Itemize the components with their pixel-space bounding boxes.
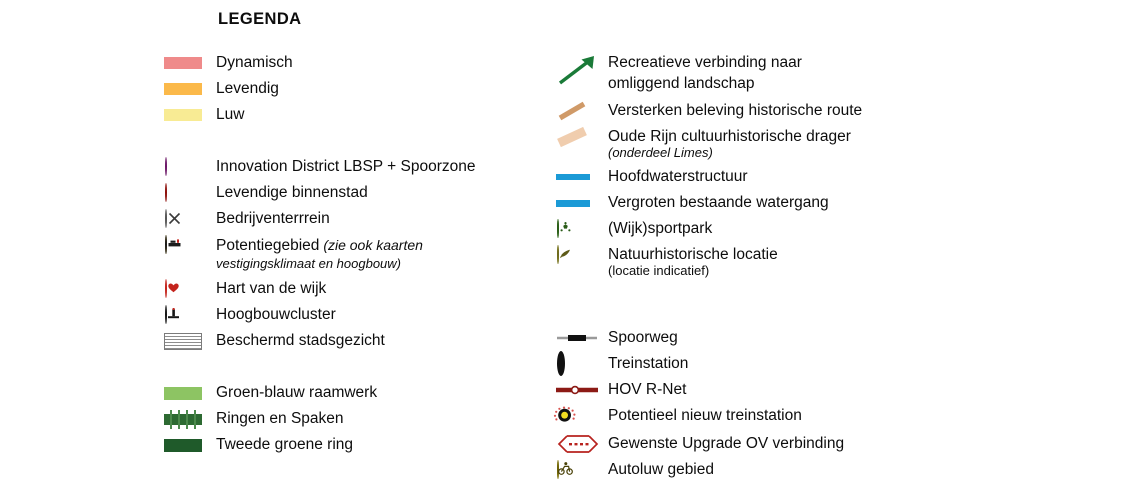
train-station-marker-icon [553,351,608,377]
legend-label-sub: (onderdeel Limes) [608,145,713,160]
legend-label: Potentiegebied [216,237,320,254]
color-swatch-icon [164,52,216,74]
innovation-district-marker-icon [161,155,216,180]
legend-label: Hoogbouwcluster [216,306,336,323]
spacer-icon [556,144,608,160]
desired-pt-upgrade-arrow-icon [556,433,608,455]
legend-label: Potentieel nieuw treinstation [608,407,802,424]
legend-panel: LEGENDA Dynamisch Levendig Luw [160,10,862,479]
legend-item-natuurhistorische-locatie: Natuurhistorische locatie [556,244,976,266]
legend-item-vergroten-watergang: Vergroten bestaande watergang [556,192,976,214]
spacer [164,130,544,156]
legend-item-hart-van-de-wijk: Hart van de wijk [161,277,544,302]
legend-item-potentieel-nieuw-treinstation: Potentieel nieuw treinstation [553,405,976,429]
rings-and-spokes-swatch-icon [164,408,216,430]
legend-item-wijksportpark: (Wijk)sportpark [556,218,976,240]
legend-item-hoofdwaterstructuur: Hoofdwaterstructuur [556,166,976,188]
legend-label: Groen-blauw raamwerk [216,384,378,401]
legend-label: Luw [216,106,245,123]
legend-label: Recreatieve verbinding naar [608,54,802,71]
widen-existing-waterway-bar-icon [556,192,608,214]
legend-item-treinstation: Treinstation [553,351,976,377]
legend-label: Oude Rijn cultuurhistorische drager [608,128,851,145]
legend-item-oude-rijn: Oude Rijn cultuurhistorische drager [556,126,976,148]
legend-item-groen-blauw-raamwerk: Groen-blauw raamwerk [164,382,544,404]
legend-label: Natuurhistorische locatie [608,246,778,263]
legend-item-potentiegebied-note2: vestigingsklimaat en hoogbouw) [164,255,544,272]
legend-item-dynamisch: Dynamisch [164,52,544,74]
sports-park-marker-icon [556,218,608,240]
legend-label-note: (zie ook kaarten [323,237,423,253]
legend-item-gewenste-upgrade-ov: Gewenste Upgrade OV verbinding [556,433,976,455]
spacer [164,356,544,382]
legend-label: Beschermd stadsgezicht [216,332,385,349]
legend-label: Levendige binnenstad [216,184,368,201]
business-park-marker-icon [160,208,216,230]
railway-line-icon [556,327,608,349]
spacer [556,283,976,327]
hov-rnet-line-icon [556,377,608,402]
oude-rijn-stroke-icon [556,126,608,148]
highrise-cluster-marker-icon [164,304,216,326]
legend-label: Ringen en Spaken [216,410,344,427]
legend-label: Autoluw gebied [608,461,714,478]
legend-item-innovation-district: Innovation District LBSP + Spoorzone [161,155,544,180]
legend-title: LEGENDA [218,10,302,28]
legend-label-line2: omliggend landschap [608,75,755,92]
recreational-connection-arrow-icon [556,52,608,96]
legend-item-recreatieve-verbinding: Recreatieve verbinding naar omliggend la… [556,52,976,96]
spacer-icon [164,255,216,271]
legend-item-luw: Luw [164,104,544,126]
historic-route-stroke-icon [556,100,608,122]
legend-item-autoluw-gebied: Autoluw gebied [556,459,976,481]
legend-label: Bedrijventerrrein [216,210,330,227]
legend-label: Levendig [216,80,279,97]
lively-city-centre-marker-icon [161,181,216,206]
legend-label: Hoofdwaterstructuur [608,168,748,185]
neighbourhood-heart-marker-icon [161,277,216,302]
legend-label: HOV R-Net [608,381,687,398]
legend-label: Tweede groene ring [216,436,354,453]
legend-label: Vergroten bestaande watergang [608,194,829,211]
legend-label: Dynamisch [216,54,293,71]
legend-label: (Wijk)sportpark [608,220,713,237]
legend-item-beschermd-stadsgezicht: Beschermd stadsgezicht [164,330,544,352]
legend-label: Hart van de wijk [216,280,327,297]
green-blue-framework-swatch-icon [164,382,216,404]
main-water-structure-bar-icon [556,166,608,188]
protected-cityscape-hatch-icon [164,330,216,352]
legend-item-levendige-binnenstad: Levendige binnenstad [161,181,544,206]
legend-item-hov-rnet: HOV R-Net [556,377,976,402]
legend-right-column: Recreatieve verbinding naar omliggend la… [553,52,976,485]
legend-label: Versterken beleving historische route [608,102,863,119]
color-swatch-icon [164,78,216,100]
legend-item-bedrijventerrein: Bedrijventerrrein [160,208,544,230]
legend-label-sub: (locatie indicatief) [608,263,710,278]
color-swatch-icon [164,104,216,126]
legend-left-column: Dynamisch Levendig Luw Innovation Dist [160,52,544,460]
legend-label: Gewenste Upgrade OV verbinding [608,435,845,452]
legend-label-note2: vestigingsklimaat en hoogbouw) [216,256,401,271]
legend-item-historische-route: Versterken beleving historische route [556,100,976,122]
legend-label: Spoorweg [608,329,678,346]
car-free-zone-marker-icon [556,459,608,481]
legend-item-natuurhistorische-sub: (locatie indicatief) [556,262,976,279]
legend-item-hoogbouwcluster: Hoogbouwcluster [164,304,544,326]
legend-label: Treinstation [608,355,689,372]
spacer-icon [556,262,608,278]
legend-item-levendig: Levendig [164,78,544,100]
potential-new-station-marker-icon [553,405,608,429]
legend-item-potentiegebied: Potentiegebied (zie ook kaarten [161,233,544,258]
legend-item-tweede-groene-ring: Tweede groene ring [164,434,544,456]
second-green-ring-swatch-icon [164,434,216,456]
legend-item-ringen-en-spaken: Ringen en Spaken [164,408,544,430]
potential-area-marker-icon [161,233,216,258]
legend-label: Innovation District LBSP + Spoorzone [216,158,476,175]
legend-item-oude-rijn-sub: (onderdeel Limes) [556,144,976,161]
legend-item-spoorweg: Spoorweg [556,327,976,349]
natural-historic-location-marker-icon [556,244,608,266]
